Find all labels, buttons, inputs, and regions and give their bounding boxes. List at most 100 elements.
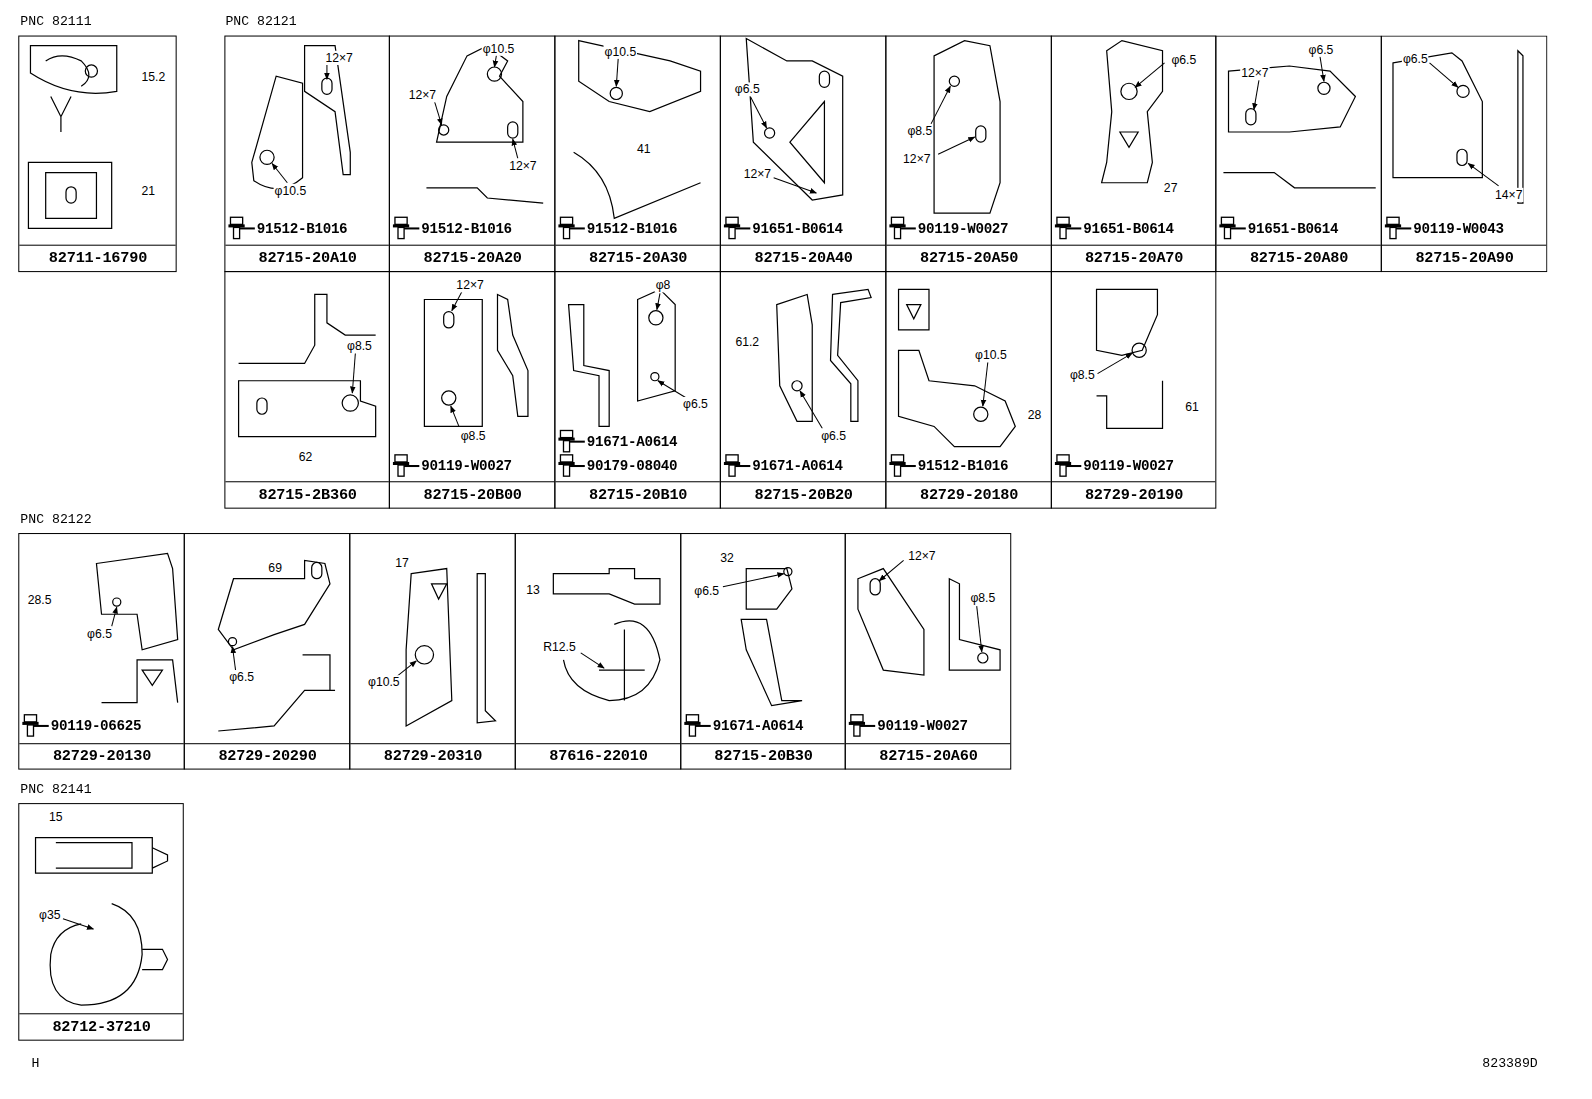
part-outline <box>303 655 330 691</box>
part-outline <box>907 305 921 319</box>
pnc-heading: PNC 82141 <box>20 782 91 797</box>
leader-line <box>513 139 518 158</box>
part-outline <box>497 294 527 416</box>
part-cell: 12×7φ8.590119-W002782715-20B00 <box>389 271 556 509</box>
dimension-label: φ10.5 <box>274 184 308 198</box>
dimension-label: φ8.5 <box>460 428 487 442</box>
dimension-label: 14×7 <box>1494 188 1523 202</box>
part-outline <box>252 76 303 189</box>
dimension-label: 61.2 <box>734 335 760 349</box>
part-number: 82729-20130 <box>53 748 151 765</box>
dimension-label: 12×7 <box>508 158 537 172</box>
cell-divider <box>681 743 844 744</box>
fastener-number: 90119-W0027 <box>421 458 511 474</box>
dimension-label: φ8.5 <box>1069 368 1096 382</box>
part-outline <box>437 46 523 142</box>
dimension-label: 12×7 <box>907 549 936 563</box>
bolt-hole <box>439 125 449 135</box>
cell-divider <box>390 481 554 482</box>
slot-hole <box>508 122 518 138</box>
part-drawing <box>1393 51 1523 203</box>
part-outline <box>1229 66 1356 132</box>
dimension-label: φ8.5 <box>906 124 933 138</box>
part-outline <box>899 289 929 330</box>
part-outline <box>574 152 701 218</box>
part-drawing <box>424 291 528 426</box>
part-cell: φ8.512×790119-W002782715-20A50 <box>885 36 1052 273</box>
part-outline <box>579 41 701 112</box>
dimension-label: φ8 <box>655 278 672 292</box>
part-drawing <box>569 289 687 426</box>
part-cell: 12×7φ8.590119-W002782715-20A60 <box>845 533 1012 770</box>
part-cell: 17φ10.582729-20310 <box>349 533 516 770</box>
leader-line <box>1468 163 1498 185</box>
part-outline <box>432 584 447 599</box>
leader-line <box>938 137 975 154</box>
fastener-number: 91671-A0614 <box>587 434 677 450</box>
cell-divider <box>350 743 514 744</box>
cell-divider <box>721 481 885 482</box>
bolt-hole <box>784 568 792 576</box>
part-number: 82715-20A60 <box>879 748 977 765</box>
part-outline <box>569 305 610 427</box>
dimension-label: 15.2 <box>140 70 166 84</box>
part-number: 82715-20A70 <box>1085 250 1183 267</box>
part-drawing <box>311 0 1165 183</box>
leader-line <box>879 560 903 580</box>
bolt-hole <box>765 128 775 138</box>
part-drawing <box>0 0 701 218</box>
part-outline <box>36 838 153 874</box>
part-outline <box>142 670 162 685</box>
slot-hole <box>322 78 332 94</box>
bolt-hole <box>85 65 97 77</box>
cell-divider <box>225 245 388 246</box>
part-outline <box>239 294 376 363</box>
dimension-label: 41 <box>636 142 652 156</box>
part-outline <box>477 574 495 723</box>
dimension-label: 12×7 <box>324 51 353 65</box>
part-outline <box>239 381 376 437</box>
dimension-label: 61 <box>1184 400 1200 414</box>
cell-divider <box>846 743 1010 744</box>
leader-line <box>63 919 93 929</box>
dimension-label: 62 <box>298 450 314 464</box>
dimension-label: φ6.5 <box>734 82 761 96</box>
leader-line <box>1320 56 1324 81</box>
part-cell: 15φ3582712-37210 <box>18 803 183 1041</box>
bolt-symbol <box>1385 217 1411 238</box>
bolt-symbol <box>889 217 915 238</box>
part-outline <box>142 949 167 969</box>
dimension-label: 12×7 <box>455 278 484 292</box>
part-outline <box>28 162 111 228</box>
leader-line <box>657 293 660 309</box>
bolt-hole <box>610 87 622 99</box>
dimension-label: 32 <box>719 551 735 565</box>
part-drawing <box>0 1 335 731</box>
part-cell: 12×7φ10.591512-B101682715-20A10 <box>224 36 389 273</box>
leader-line <box>581 653 604 668</box>
leader-line <box>112 607 117 626</box>
part-number: 82715-20B30 <box>714 748 812 765</box>
cell-divider <box>1216 245 1380 246</box>
cell-divider <box>1052 245 1215 246</box>
bolt-hole <box>1132 343 1146 357</box>
part-outline <box>553 569 660 605</box>
dimension-label: φ6.5 <box>820 428 847 442</box>
part-outline <box>599 629 645 700</box>
part-outline <box>50 904 142 1006</box>
dimension-label: φ6.5 <box>693 584 720 598</box>
dimension-label: 17 <box>394 555 410 569</box>
dimension-label: φ10.5 <box>604 45 638 59</box>
part-drawing <box>858 560 1000 675</box>
bolt-hole <box>1318 82 1330 94</box>
fastener-number: 90179-08040 <box>587 458 677 474</box>
part-outline <box>1097 381 1163 429</box>
leader-line <box>616 57 618 86</box>
bolt-symbol <box>393 217 419 238</box>
dimension-label: 12×7 <box>408 88 437 102</box>
part-outline <box>563 621 659 701</box>
part-number: 82729-20180 <box>920 486 1018 503</box>
leader-line <box>800 391 822 429</box>
leader-line <box>658 381 686 398</box>
